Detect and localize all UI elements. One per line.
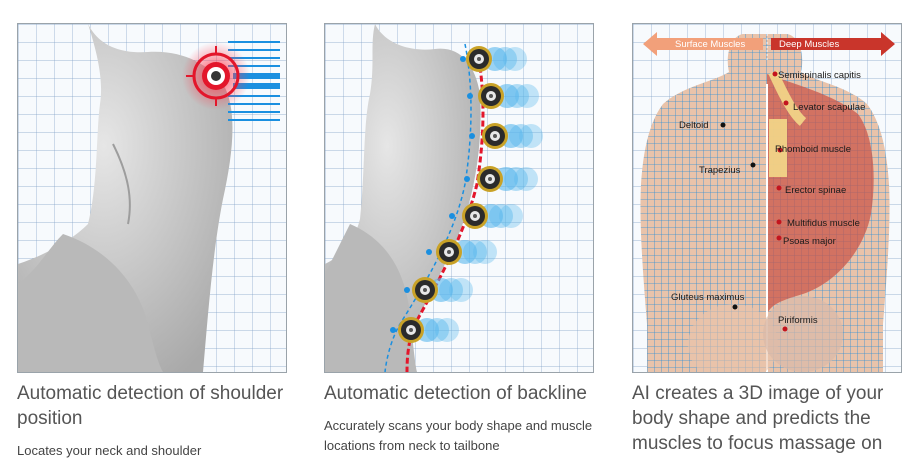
surface-muscles-label: Surface Muscles — [675, 39, 745, 50]
label-gluteus: Gluteus maximus — [671, 292, 745, 303]
label-erector: Erector spinae — [785, 185, 846, 196]
label-psoas: Psoas major — [783, 236, 836, 247]
card-title: Automatic detection of shoulder position — [17, 383, 284, 429]
card-description: Locates your neck and shoulder — [17, 443, 202, 458]
label-rhomboid: Rhomboid muscle — [775, 144, 851, 155]
backline-detection-image — [325, 24, 593, 372]
label-trapezius: Trapezius — [699, 165, 741, 176]
card-title: AI creates a 3D image of your body shape… — [632, 383, 884, 454]
label-semispinalis: Semispinalis capitis — [778, 70, 861, 81]
card-title: Automatic detection of backline — [324, 383, 587, 404]
shoulder-detection-image — [18, 24, 286, 372]
card-description: Accurately scans your body shape and mus… — [324, 418, 593, 453]
muscle-map-image: Surface Muscles Deep Muscles Semispinali… — [633, 24, 901, 372]
feature-card-shoulder: Automatic detection of shoulder position… — [17, 23, 287, 461]
shoulder-detection-illustration — [17, 23, 287, 373]
feature-card-backline: Automatic detection of backline Accurate… — [324, 23, 594, 456]
muscle-map-illustration: Surface Muscles Deep Muscles Semispinali… — [632, 23, 902, 373]
label-levator: Levator scapulae — [793, 102, 865, 113]
surface-deep-arrows — [643, 30, 895, 60]
feature-card-ai-muscles: Surface Muscles Deep Muscles Semispinali… — [632, 23, 902, 456]
backline-detection-illustration — [324, 23, 594, 373]
label-multifidus: Multifidus muscle — [787, 218, 860, 229]
backline-curve — [384, 43, 472, 372]
label-piriformis: Piriformis — [778, 315, 818, 326]
label-deltoid: Deltoid — [679, 120, 709, 131]
shoulder-target-icon — [182, 42, 250, 110]
deep-muscles-label: Deep Muscles — [779, 39, 839, 50]
